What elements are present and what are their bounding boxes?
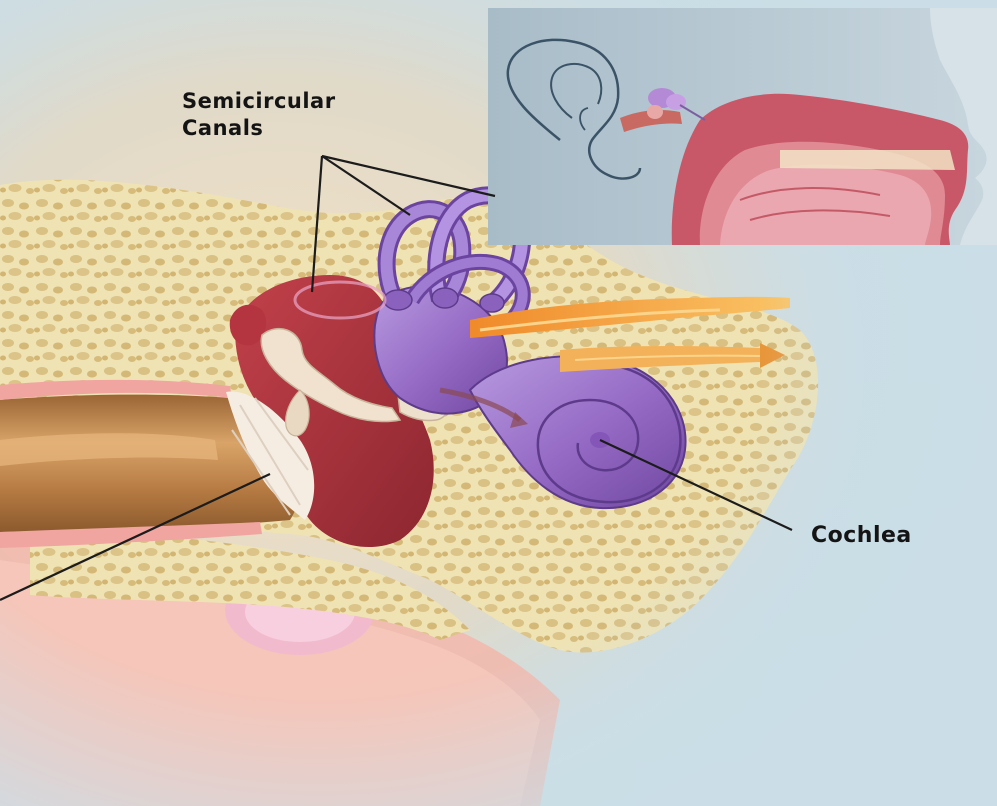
semicircular-canals-label: Semicircular Canals xyxy=(182,88,336,143)
cochlea-label: Cochlea xyxy=(811,522,912,551)
ear-location-inset-illustration xyxy=(488,8,997,245)
